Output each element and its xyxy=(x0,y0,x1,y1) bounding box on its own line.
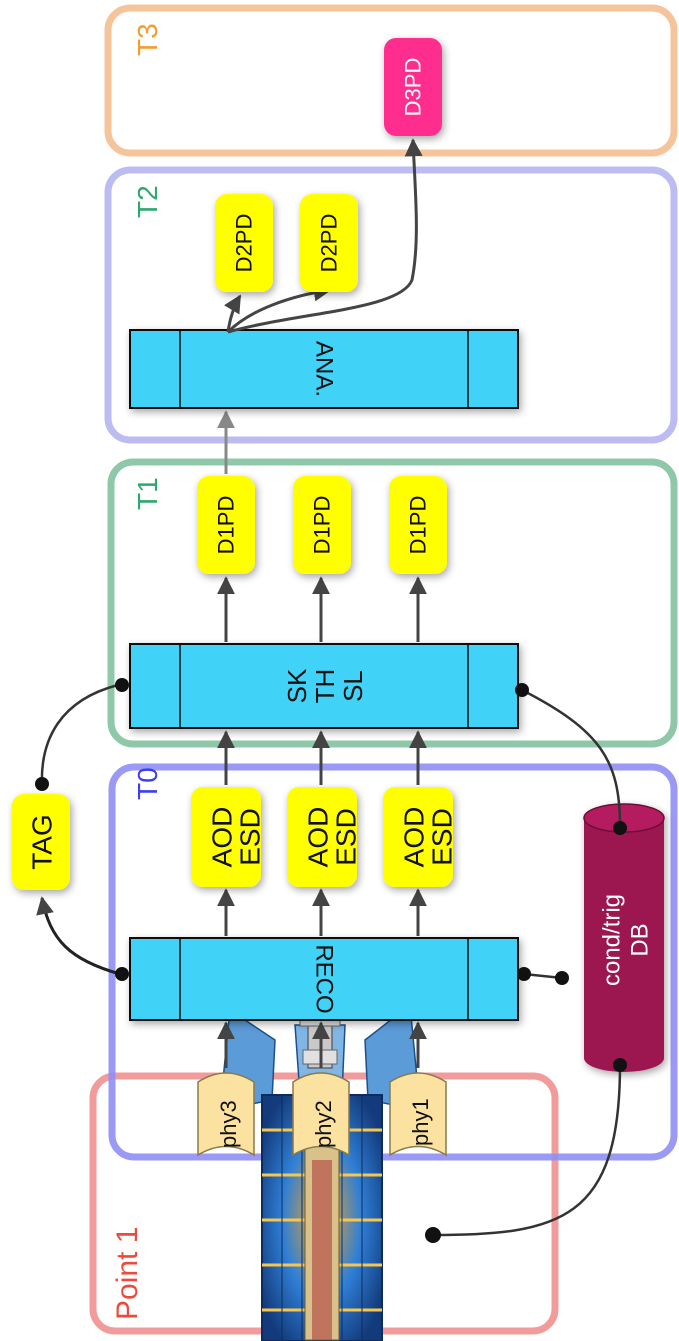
stream-phy3: phy3 xyxy=(198,1073,254,1155)
reco-label: RECO xyxy=(311,944,338,1013)
ana-label: ANA. xyxy=(311,341,338,397)
skim-label-sl: SL xyxy=(338,670,368,702)
connector-tag-skim xyxy=(42,685,118,786)
db-label-line1: cond/trig xyxy=(599,894,626,986)
db-skim-dot xyxy=(613,821,627,835)
esd-label-1: ESD xyxy=(235,808,266,866)
d3pd-label: D3PD xyxy=(401,58,426,117)
d1pd-label-2: D1PD xyxy=(310,496,335,555)
stream-phy3-label: phy3 xyxy=(216,1100,241,1148)
region-t2-label: T2 xyxy=(132,185,163,218)
d1pd-label-1: D1PD xyxy=(214,496,239,555)
aod-label-3: AOD xyxy=(399,807,430,868)
connector-detector-db xyxy=(433,1065,620,1235)
region-t1-label: T1 xyxy=(132,477,163,510)
esd-label-3: ESD xyxy=(427,808,458,866)
d2pd-label-1: D2PD xyxy=(232,214,257,273)
region-t3-label: T3 xyxy=(132,23,163,56)
reco-db-dot xyxy=(517,967,531,981)
stream-phy2: phy2 xyxy=(293,1073,349,1155)
tag-label: TAG xyxy=(27,814,58,869)
stream-phy1: phy1 xyxy=(390,1073,446,1155)
arrow-ana-d2pd2 xyxy=(228,290,330,332)
esd-label-2: ESD xyxy=(331,808,362,866)
arrow-reco-tag xyxy=(42,898,120,974)
stream-phy2-label: phy2 xyxy=(311,1100,336,1148)
tag-end-dot xyxy=(35,777,49,791)
skim-db-dot xyxy=(515,683,529,697)
d2pd-label-2: D2PD xyxy=(317,214,342,273)
skim-tag-dot xyxy=(115,678,129,692)
db-label-line2: DB xyxy=(627,923,654,956)
aod-label-1: AOD xyxy=(207,807,238,868)
skim-label-sk: SK xyxy=(282,668,312,703)
region-point1-label: Point 1 xyxy=(111,1227,144,1320)
stream-phy1-label: phy1 xyxy=(408,1098,433,1146)
aod-label-2: AOD xyxy=(303,807,334,868)
db-reco-dot xyxy=(555,971,569,985)
db-detector-dot xyxy=(613,1058,627,1072)
d1pd-label-3: D1PD xyxy=(406,496,431,555)
reco-tag-dot xyxy=(115,967,129,981)
detector-dot xyxy=(425,1227,441,1243)
region-t0-label: T0 xyxy=(132,767,163,800)
skim-label-th: TH xyxy=(310,669,340,704)
